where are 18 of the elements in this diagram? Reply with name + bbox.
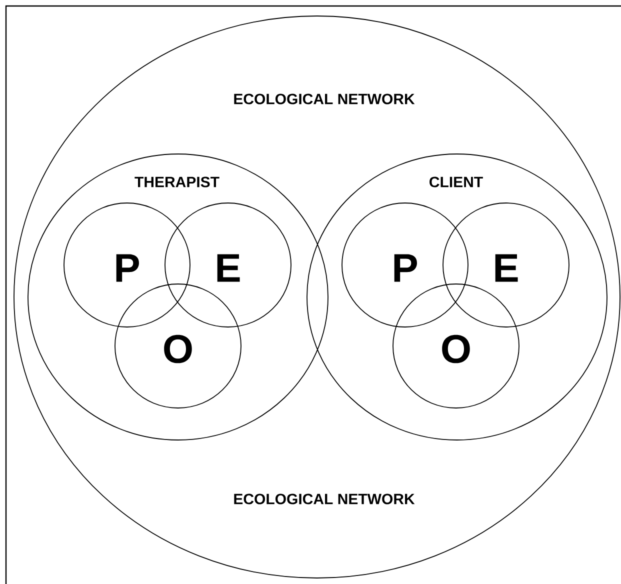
venn-letter: P [116, 254, 139, 282]
venn-letter: E [495, 254, 518, 282]
venn-letter: O [442, 334, 470, 364]
venn-circle [392, 284, 520, 408]
venn-circle [342, 202, 468, 328]
circle-label: THERAPIST [134, 176, 220, 188]
venn-circle [164, 202, 292, 328]
venn-circle [442, 202, 570, 328]
venn-circle [64, 202, 190, 328]
venn-letter: O [164, 334, 192, 364]
circle-label: CLIENT [430, 176, 483, 188]
venn-letter: P [394, 254, 417, 282]
group-circle [28, 154, 328, 440]
group-circle [306, 154, 608, 440]
venn-letter: E [217, 254, 240, 282]
venn-circle [114, 284, 242, 408]
circle-label: ECOLOGICAL NETWORK [234, 94, 415, 104]
circle-label: ECOLOGICAL NETWORK [234, 494, 415, 504]
